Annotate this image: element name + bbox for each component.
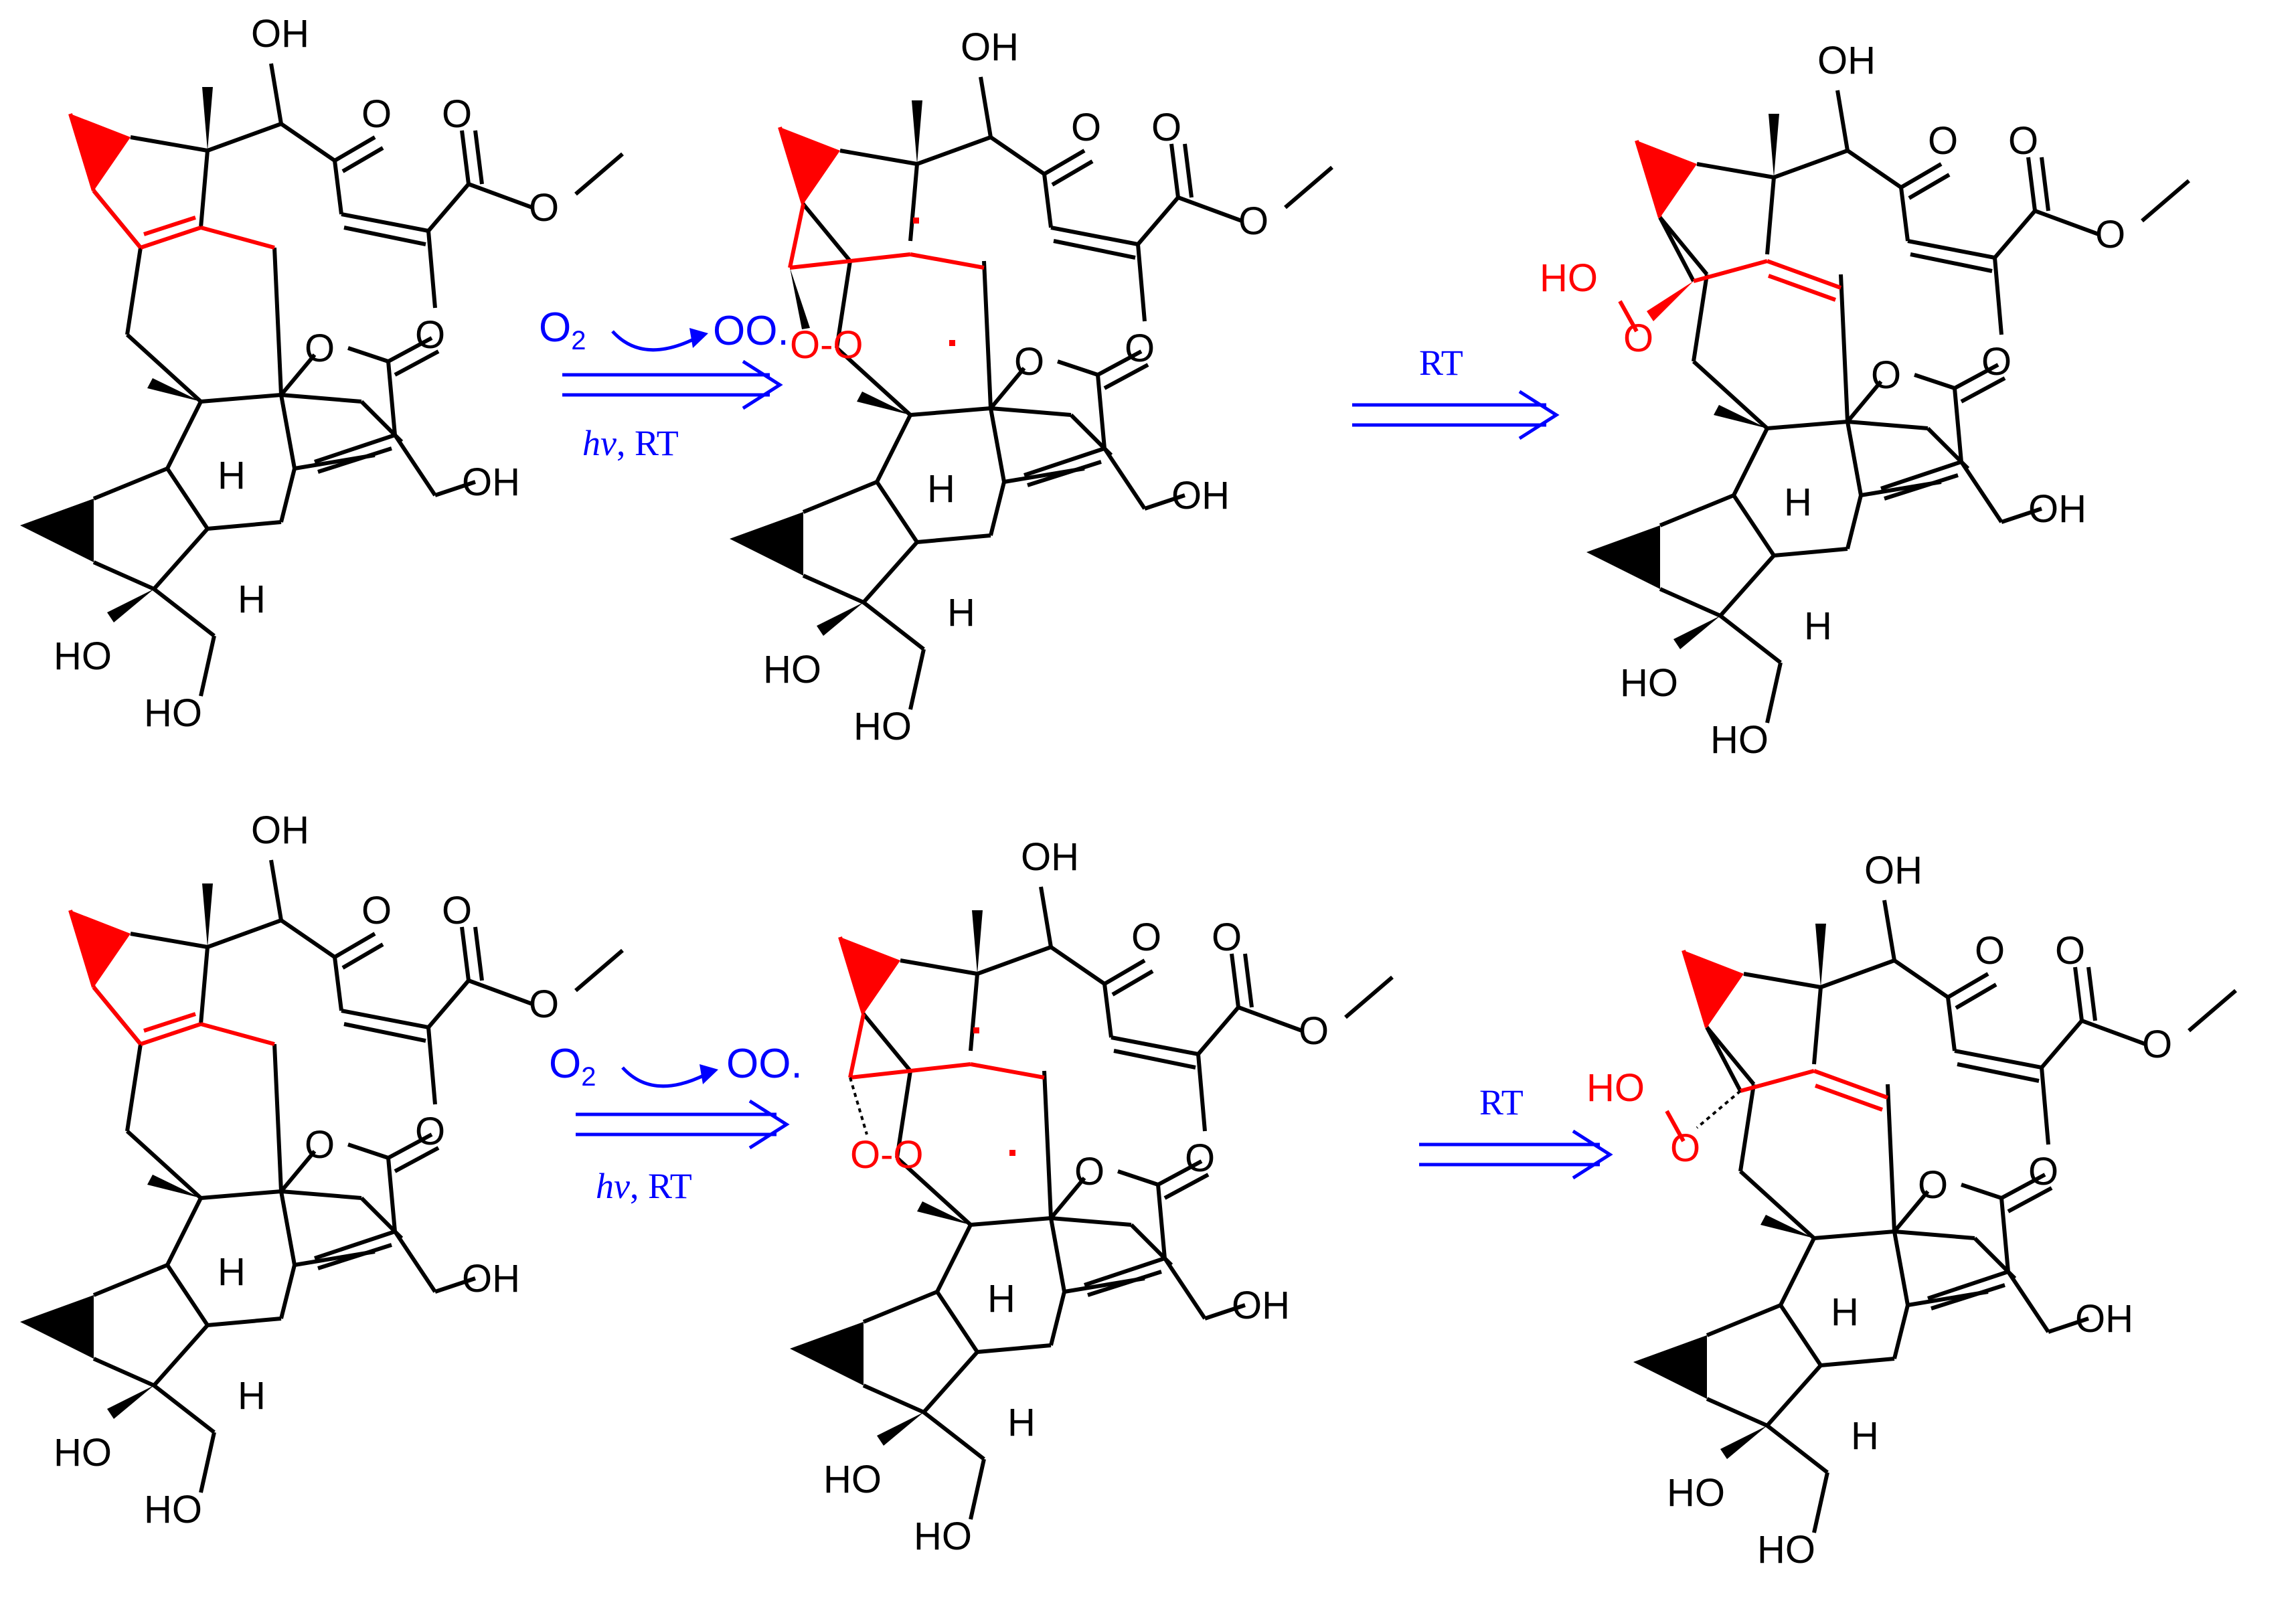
arrow-step-2a: RT [1352,343,1560,440]
label-ketone-o: O [1071,106,1101,149]
label-oh-top: OH [1817,39,1876,82]
reagent-o2: O2 [539,305,586,355]
label-ester-o: O [442,889,472,932]
label-ester-o: O [1212,916,1242,959]
label-ho-1: HO [823,1458,882,1501]
label-ho-1: HO [763,648,821,691]
label-hydroperoxide-o: O [1623,317,1653,360]
label-oh-top: OH [1021,835,1079,879]
molecule-intermediate-2: O-O OH O O O O O H OH H HO HO [790,835,1392,1558]
label-ester-ome-o: O [529,186,559,230]
label-lactone-o: O [1074,1150,1104,1193]
label-ho-2: HO [1710,718,1769,762]
label-h2: H [238,1374,266,1418]
label-ch2oh: OH [2075,1297,2133,1341]
molecule-reactant-1: OH O O O O O H OH H HO HO [20,12,623,735]
label-oh-top: OH [1864,849,1922,892]
label-oh-top: OH [251,809,309,852]
reagent-o2: O2 [549,1041,596,1092]
label-ester-o: O [1151,106,1181,149]
arrow-step-1a: O2 OO. hv, RT [539,305,789,463]
label-ketone-o: O [1131,916,1161,959]
label-ester-o: O [442,92,472,136]
label-ho-1: HO [54,1431,112,1474]
label-hydroperoxide-o: O [1670,1126,1700,1170]
label-ester-o: O [2008,119,2038,163]
label-ch2oh: OH [1232,1284,1290,1327]
label-h2: H [947,591,975,634]
label-hydroperoxide-ho: HO [1540,256,1598,300]
label-ester-ome-o: O [529,983,559,1026]
label-h2: H [1851,1414,1879,1458]
label-ketone-o: O [1928,119,1958,163]
reagent-oo-radical: OO. [713,308,789,354]
label-h1: H [218,454,246,497]
label-h1: H [987,1277,1015,1321]
label-lactone-o: O [1918,1163,1948,1207]
label-lactone-o: O [305,1123,335,1167]
label-ho-2: HO [1757,1528,1815,1572]
label-h2: H [1804,604,1832,648]
molecule-intermediate-1: O-O OH O O O O O H OH H HO HO [730,25,1332,748]
label-ester-ome-o: O [1238,199,1268,243]
label-ho-1: HO [1667,1471,1725,1515]
condition-hv-rt: hv, RT [582,423,679,463]
label-hydroperoxide-ho: HO [1586,1066,1645,1110]
label-ho-2: HO [144,1488,202,1531]
label-ch2oh: OH [462,460,520,504]
label-ketone-o: O [361,92,392,136]
label-lactone-co: O [2028,1150,2058,1193]
label-ho-2: HO [914,1515,972,1558]
arrow-step-2b: RT [1419,1082,1613,1180]
label-peroxide-bridge: O-O [790,323,864,367]
molecule-reactant-2: OH O O O O O H OH H HO HO [20,809,623,1531]
label-h1: H [218,1250,246,1294]
condition-rt: RT [1479,1082,1524,1122]
molecule-product-2: HO O OH O O O O O H OH H HO HO [1586,849,2236,1572]
label-lactone-co: O [415,313,445,357]
label-lactone-o: O [1871,353,1901,397]
molecule-product-1: HO O OH O O O O O H OH H HO HO [1540,39,2189,762]
label-ester-ome-o: O [1299,1009,1329,1053]
label-lactone-co: O [415,1110,445,1153]
reagent-oo-radical: OO. [726,1041,803,1087]
label-ho-2: HO [144,691,202,735]
label-ester-ome-o: O [2095,213,2125,256]
label-h2: H [238,578,266,621]
label-lactone-co: O [1185,1136,1215,1180]
label-h1: H [1831,1290,1859,1334]
label-ketone-o: O [1975,929,2005,972]
label-h1: H [1784,481,1812,524]
label-lactone-co: O [1981,340,2012,384]
label-oh-top: OH [961,25,1019,69]
arrow-step-1b: O2 OO. hv, RT [549,1041,803,1206]
label-lactone-o: O [1014,340,1044,384]
condition-rt: RT [1419,343,1463,383]
label-ester-ome-o: O [2142,1023,2172,1066]
label-h1: H [927,467,955,511]
label-ho-2: HO [853,705,912,748]
label-ch2oh: OH [2028,487,2086,531]
label-lactone-o: O [305,327,335,370]
label-peroxide-bridge: O-O [850,1133,924,1177]
label-oh-top: OH [251,12,309,56]
label-ch2oh: OH [462,1257,520,1300]
label-ch2oh: OH [1171,474,1230,517]
label-ester-o: O [2055,929,2085,972]
label-ho-1: HO [54,634,112,678]
label-h2: H [1007,1401,1036,1444]
condition-hv-rt: hv, RT [596,1166,692,1206]
label-ho-1: HO [1620,661,1678,705]
label-lactone-co: O [1125,327,1155,370]
label-ketone-o: O [361,889,392,932]
